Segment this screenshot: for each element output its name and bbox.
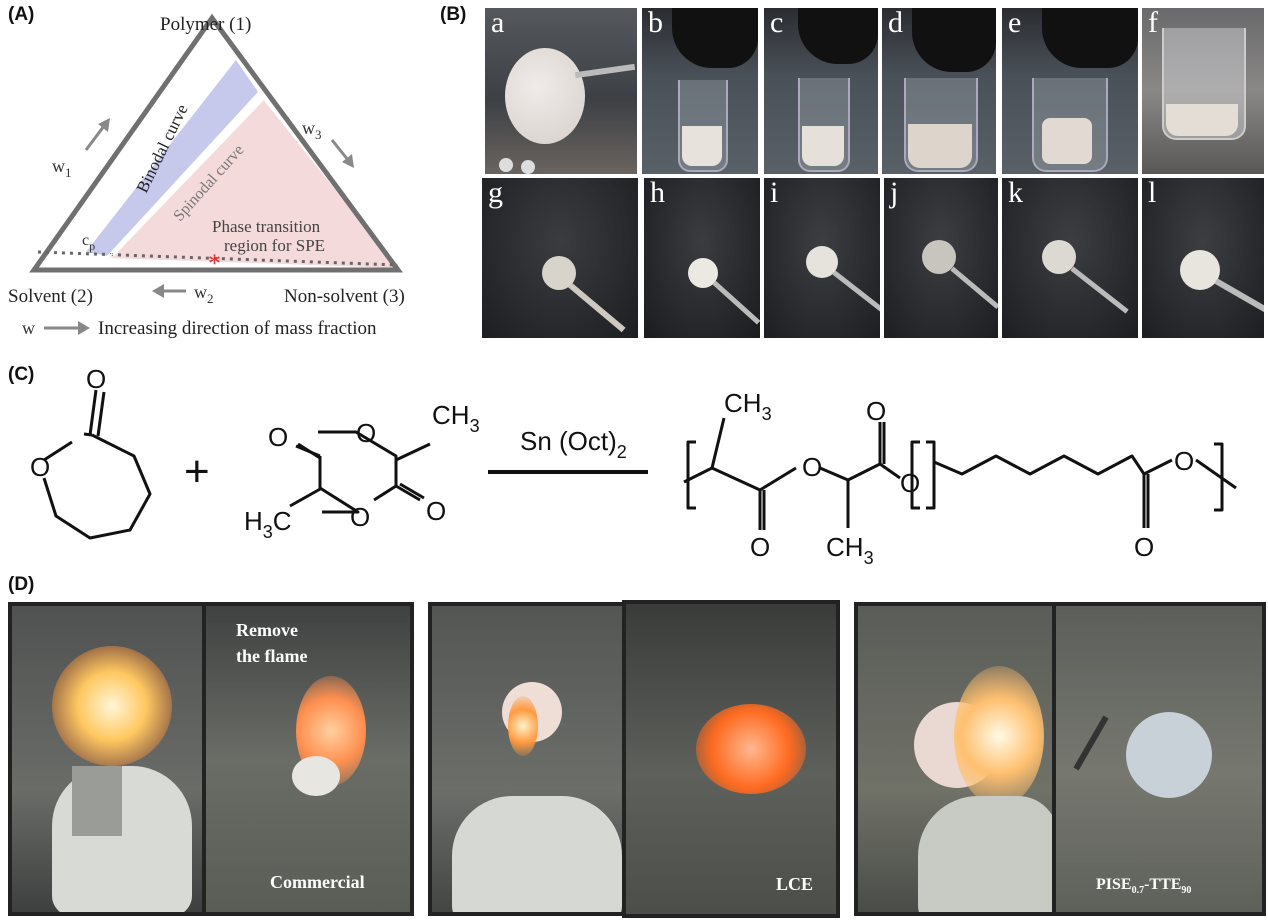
flame-test-pise-burning bbox=[854, 602, 1062, 916]
flame-test-commercial-removed: Remove the flame Commercial bbox=[202, 602, 414, 916]
binodal-region bbox=[86, 60, 258, 256]
solvent-label: Solvent (2) bbox=[8, 286, 93, 307]
svg-text:H3C: H3C bbox=[244, 506, 292, 542]
svg-text:O: O bbox=[356, 418, 376, 448]
ch3-lactide: CH bbox=[432, 400, 470, 430]
svg-text:CH3: CH3 bbox=[826, 532, 874, 568]
polymer-chain bbox=[683, 417, 901, 530]
plus-sign: + bbox=[184, 447, 210, 496]
w1-label: w bbox=[52, 156, 65, 176]
h3c-lactide: H bbox=[244, 506, 263, 536]
photo-letter: i bbox=[770, 178, 779, 209]
photo-letter: b bbox=[648, 8, 663, 39]
photo-letter: e bbox=[1008, 8, 1022, 39]
composition-marker: * bbox=[208, 249, 221, 278]
ternary-phase-diagram: * Polymer (1) Solvent (2) Non-solvent (3… bbox=[8, 13, 405, 339]
w3-label: w bbox=[302, 118, 315, 138]
svg-text:w1: w1 bbox=[52, 156, 72, 180]
triangle-outline bbox=[29, 13, 403, 273]
panel-b-label: (B) bbox=[440, 4, 467, 25]
svg-text:O: O bbox=[86, 364, 106, 394]
bracket-left bbox=[686, 440, 696, 510]
photo-letter: k bbox=[1008, 178, 1023, 209]
svg-text:O: O bbox=[802, 452, 822, 482]
svg-text:O: O bbox=[1134, 532, 1154, 562]
photo-letter: l bbox=[1148, 178, 1157, 209]
flame-test-commercial-burning bbox=[8, 602, 212, 916]
photo-g: g bbox=[482, 178, 638, 338]
svg-text:O: O bbox=[750, 532, 770, 562]
svg-text:O: O bbox=[426, 496, 446, 526]
svg-text:O: O bbox=[30, 452, 50, 482]
catalyst-label: Sn (Oct) bbox=[520, 426, 617, 456]
legend-arrow bbox=[44, 321, 90, 335]
w2-label: w bbox=[194, 282, 207, 302]
photo-letter: a bbox=[491, 8, 505, 39]
svg-text:O: O bbox=[350, 502, 370, 532]
photo-letter: h bbox=[650, 178, 665, 209]
svg-text:Sn (Oct)2: Sn (Oct)2 bbox=[520, 426, 627, 462]
svg-text:O: O bbox=[866, 396, 886, 426]
pise-label: PISE0.7-TTE90 bbox=[1096, 876, 1192, 897]
photo-a: a bbox=[485, 8, 637, 174]
cp-label: c bbox=[82, 232, 89, 249]
svg-text:CH3: CH3 bbox=[724, 388, 772, 424]
photo-k: k bbox=[1002, 178, 1138, 338]
phase-region-line1: Phase transition bbox=[212, 217, 321, 236]
photo-j: j bbox=[884, 178, 998, 338]
remove-flame-line2: the flame bbox=[236, 646, 308, 666]
lactide-ring bbox=[318, 430, 398, 486]
commercial-label: Commercial bbox=[270, 872, 365, 892]
panel-c-label: (C) bbox=[8, 364, 35, 385]
photo-i: i bbox=[764, 178, 880, 338]
photo-letter: g bbox=[488, 178, 503, 209]
svg-text:O: O bbox=[900, 468, 920, 498]
photo-letter: f bbox=[1148, 8, 1158, 39]
photo-e: e bbox=[1002, 8, 1138, 174]
flame-test-pise-removed: PISE0.7-TTE90 bbox=[1052, 602, 1266, 916]
bracket-right bbox=[1214, 442, 1224, 512]
panel-d-label: (D) bbox=[8, 574, 35, 595]
photo-h: h bbox=[644, 178, 760, 338]
photo-d: d bbox=[882, 8, 996, 174]
caprolactone-ring bbox=[42, 433, 152, 540]
w2-arrow bbox=[152, 284, 186, 298]
svg-text:O: O bbox=[268, 422, 288, 452]
svg-text:CH3: CH3 bbox=[432, 400, 480, 436]
legend-w: w bbox=[22, 318, 35, 338]
panel-a-label: (A) bbox=[8, 4, 35, 25]
photo-letter: c bbox=[770, 8, 784, 39]
photo-l: l bbox=[1142, 178, 1264, 338]
photo-letter: d bbox=[888, 8, 903, 39]
w1-arrow bbox=[84, 118, 110, 151]
spinodal-region bbox=[108, 98, 398, 268]
flame-test-lce-burning bbox=[428, 602, 632, 916]
ch3-product-top: CH bbox=[724, 388, 762, 418]
reaction-scheme: O O + O O O O CH3 H3C Sn (Oct)2 CH3 O O … bbox=[30, 364, 1237, 568]
lce-label: LCE bbox=[776, 874, 814, 894]
photo-f: f bbox=[1142, 8, 1264, 174]
photo-c: c bbox=[764, 8, 878, 174]
svg-text:w2: w2 bbox=[194, 282, 214, 306]
photo-b: b bbox=[642, 8, 758, 174]
nonsolvent-label: Non-solvent (3) bbox=[284, 286, 405, 307]
photo-letter: j bbox=[890, 178, 899, 209]
svg-text:cp: cp bbox=[82, 232, 95, 253]
phase-region-line2: region for SPE bbox=[224, 236, 325, 255]
polymer-label: Polymer (1) bbox=[160, 14, 251, 35]
ch3-product-bottom: CH bbox=[826, 532, 864, 562]
remove-flame-line1: Remove bbox=[236, 620, 298, 640]
legend-text: Increasing direction of mass fraction bbox=[98, 318, 377, 339]
svg-text:w3: w3 bbox=[302, 118, 322, 142]
flame-test-lce-removed: LCE bbox=[622, 600, 840, 918]
w3-arrow bbox=[330, 139, 354, 168]
svg-text:O: O bbox=[1174, 446, 1194, 476]
